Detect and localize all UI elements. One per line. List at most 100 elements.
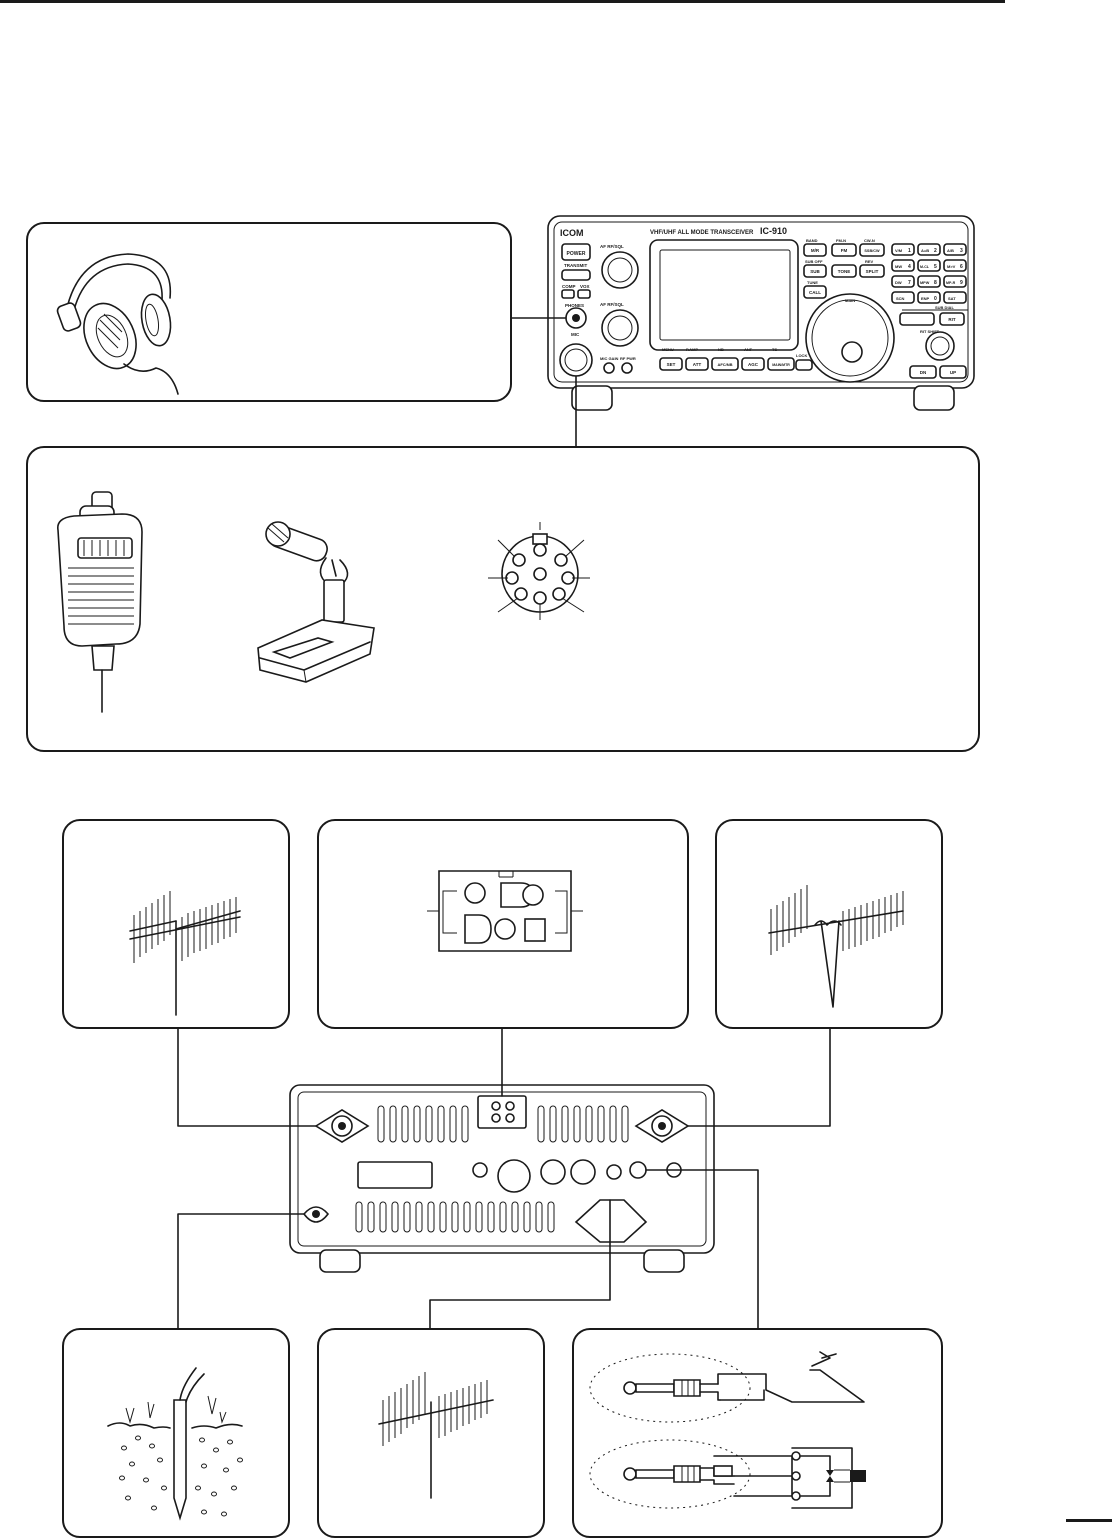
acc-socket[interactable] [497,1159,531,1193]
fm-button[interactable] [831,243,857,257]
yagi-antenna-left-illustration [129,891,241,1016]
key-scn-label: SCN [896,296,905,301]
menu-label: MENU [662,347,674,352]
dual-yagi-antenna-illustration [768,885,904,1008]
antenna-panel-left [62,819,290,1029]
headphones-icon [56,253,179,395]
mic-gain-knob[interactable] [603,362,615,374]
microphone-panel [26,446,980,752]
rear-jack-b[interactable] [606,1164,622,1180]
lock-button[interactable] [795,359,813,371]
dn-button[interactable] [909,365,937,379]
main-mtr-label: MAIN/MTR [772,363,790,367]
headphones-illustration [56,253,179,395]
key-mv-6[interactable] [943,259,967,272]
ssb-cw-button[interactable] [859,243,885,257]
vox-button[interactable] [577,289,591,299]
antenna-connector-left[interactable] [314,1109,370,1143]
key-dw-7[interactable] [891,275,915,288]
afc-nb-button[interactable] [711,357,739,371]
yagi-antenna-icon [129,891,241,1016]
key-adb-3[interactable] [943,243,967,256]
key-7-label: 7 [908,280,911,286]
agc-button[interactable] [741,357,765,371]
key-sat[interactable] [943,291,967,304]
key-jack[interactable] [629,1161,647,1179]
key-panel [572,1328,943,1538]
af-rfsql-sub-knob[interactable] [601,309,639,347]
sub-dial-button[interactable] [899,312,935,326]
ground-rod-icon [107,1367,243,1521]
data-socket-2[interactable] [570,1159,596,1185]
soil-dots [119,1435,243,1517]
comp-button[interactable] [561,289,575,299]
vent-slots-top-left [377,1105,469,1143]
straight-key-plug-icon [589,1351,865,1423]
agc-label: AGC [748,362,759,367]
key-mv-label: M>V [947,264,956,269]
sub-button[interactable] [803,264,827,278]
key-9-label: 9 [960,280,963,286]
main-dial[interactable] [805,293,895,383]
call-label: CALL [809,290,821,295]
att-button[interactable] [685,357,709,371]
main-dial-label: MAIN [845,298,855,303]
cw-n-label: CW-N [864,238,875,243]
tone-button[interactable] [831,264,857,278]
key-ab-2[interactable] [917,243,941,256]
af-rfsql-main-knob[interactable] [601,251,639,289]
call-button[interactable] [803,285,827,299]
line-antenna-left [177,1028,317,1127]
key-scn[interactable] [891,291,915,304]
key-4-label: 4 [908,264,911,270]
split-button[interactable] [859,264,885,278]
p-amp-label: P.AMP [686,347,698,352]
mr-button[interactable] [803,243,827,257]
transmit-button[interactable] [561,269,591,281]
main-mtr-button[interactable] [767,357,795,371]
key-vm-label: V/M [895,248,903,253]
ground-rod-illustration [107,1367,243,1521]
key-8-label: 8 [934,280,937,286]
up-button[interactable] [939,365,967,379]
key-mcl-5[interactable] [917,259,941,272]
front-transceiver: ICOM VHF/UHF ALL MODE TRANSCEIVER IC-910… [547,215,975,411]
antenna-panel-bottom [317,1328,545,1538]
rear-jack-a[interactable] [472,1162,488,1178]
key-mcl-label: M-CL [920,265,930,269]
key-plug-illustration [589,1351,866,1509]
key-mpw-8[interactable] [917,275,941,288]
key-1-label: 1 [908,248,911,254]
key-6-label: 6 [960,264,963,270]
key-vm-1[interactable] [891,243,915,256]
key-dw-label: DW [895,280,902,285]
key-5-label: 5 [934,264,937,270]
rit-shift-knob[interactable] [925,331,955,361]
key-mpr-9[interactable] [943,275,967,288]
key-mpw-label: MPW [920,281,930,285]
key-enp-0[interactable] [917,291,941,304]
key-enp-label: ENP [921,296,930,301]
key-3-label: 3 [960,248,963,254]
rit-shift-label: RIT SHIFT [920,329,940,334]
key-mw-4[interactable] [891,259,915,272]
line-key [645,1169,759,1329]
rit-button[interactable] [939,312,965,326]
set-label: SET [667,362,676,367]
data-socket-1[interactable] [540,1159,566,1185]
header-rule [0,0,1005,3]
desk-microphone-icon [257,521,375,683]
power-button[interactable] [561,243,591,261]
rf-pwr-knob[interactable] [621,362,633,374]
line-ground [177,1213,305,1329]
antenna-connector-right[interactable] [634,1109,690,1143]
set-button[interactable] [659,357,683,371]
page-tab-mark [1066,1519,1112,1522]
up-label: UP [950,370,956,375]
dn-label: DN [920,370,927,375]
dc-power-socket[interactable] [477,1095,527,1129]
sub-off-label: SUB OFF [805,259,823,264]
ground-panel [62,1328,290,1538]
dc-power-connector-illustration [427,870,583,952]
